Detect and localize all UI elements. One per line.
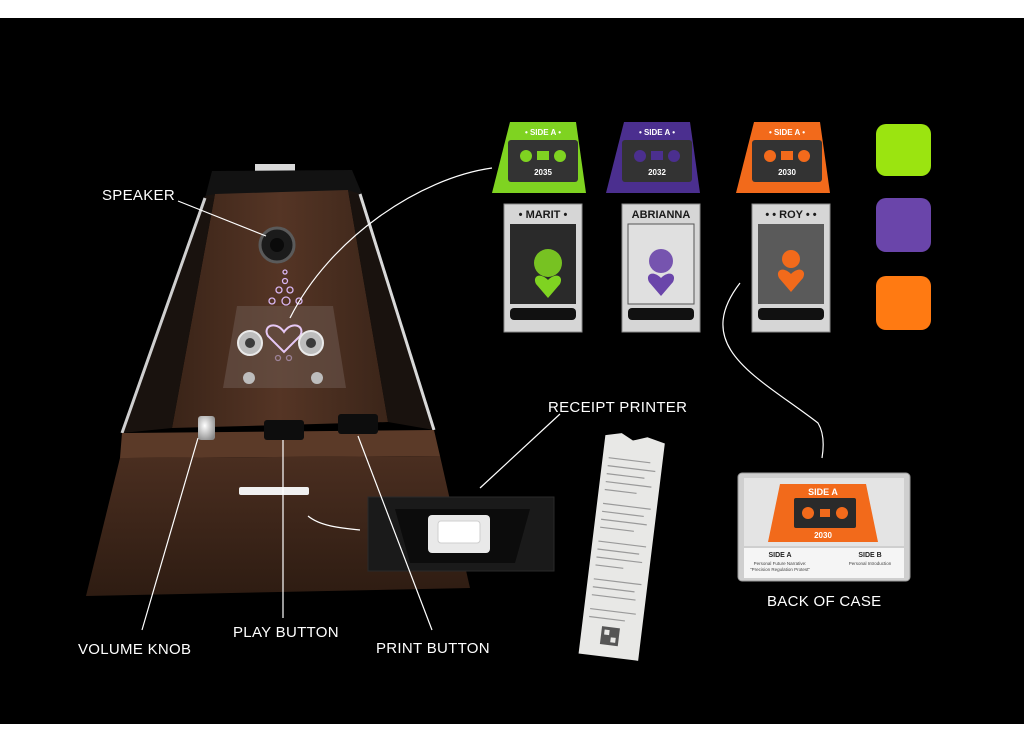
leader-volume-knob [141,437,199,631]
printer-paper-roll [437,520,481,544]
play-button-label: PLAY BUTTON [233,624,339,641]
print-button[interactable] [338,414,378,434]
swatch-green [876,124,931,176]
cassette-side-label: • SIDE A • [769,128,805,137]
back-of-case-label: BACK OF CASE [767,593,882,610]
photo-stage: • SIDE A • 2035 • SIDE A • 2032 • SIDE A… [0,18,1024,724]
leader-heart-to-cassettes [289,167,493,319]
receipt-paper [578,433,665,661]
acrylic-edge-right [358,193,436,431]
back-track-b: Personal Introduction [849,561,892,566]
back-cassette-year: 2030 [814,531,832,540]
back-track-a: Personal Future Narrative: [754,561,807,566]
print-button-label: PRINT BUTTON [376,640,490,657]
volume-knob[interactable] [198,416,215,440]
back-side-a-heading: SIDE A [768,552,791,559]
case-name: ABRIANNA [632,209,691,221]
cassette-purple [606,122,700,193]
volume-knob-label: VOLUME KNOB [78,641,192,658]
back-of-case [737,472,911,582]
receipt-printer-label: RECEIPT PRINTER [548,399,688,416]
case-roy [751,203,831,333]
acrylic-right [348,190,434,430]
receipt-slot [239,487,309,495]
back-side-b-heading: SIDE B [858,552,881,559]
leader-lines [141,167,824,631]
cassette-green [492,122,586,193]
leader-case-to-back [722,282,824,459]
case-abrianna [621,203,701,333]
bolt-left-icon [243,372,255,384]
play-button[interactable] [264,420,304,440]
cassette-orange [736,122,830,193]
receipt-text-lines [589,457,656,622]
leader-speaker [177,200,267,237]
case-marit [503,203,583,333]
cassette-year: 2032 [648,168,666,177]
acrylic-left [122,194,215,433]
front-plate [223,306,346,388]
bolt-right-icon [311,372,323,384]
acrylic-edge-left [120,197,207,434]
leader-receipt-printer [479,413,561,489]
back-track-a-title: "Precision Regulation Protest" [750,567,810,572]
receipt-printer-inset [367,496,555,572]
product-photo: • SIDE A • 2035 • SIDE A • 2032 • SIDE A… [86,122,931,661]
swatch-purple [876,198,931,252]
heart-icon [265,324,303,354]
leader-slot [307,515,361,531]
swatch-orange [876,276,931,330]
speaker-label: SPEAKER [102,187,175,204]
back-cassette-side: SIDE A [808,487,838,497]
receipt-qr-code [599,626,620,647]
cassette-side-label: • SIDE A • [525,128,561,137]
cassette-year: 2035 [534,168,552,177]
cassette-year: 2030 [778,168,796,177]
cassette-side-label: • SIDE A • [639,128,675,137]
case-name: • MARIT • [519,209,568,221]
receipt-sheet [578,433,665,661]
case-name: • • ROY • • [765,209,816,221]
leader-print-button [357,435,433,631]
speaker-cone [270,238,284,252]
